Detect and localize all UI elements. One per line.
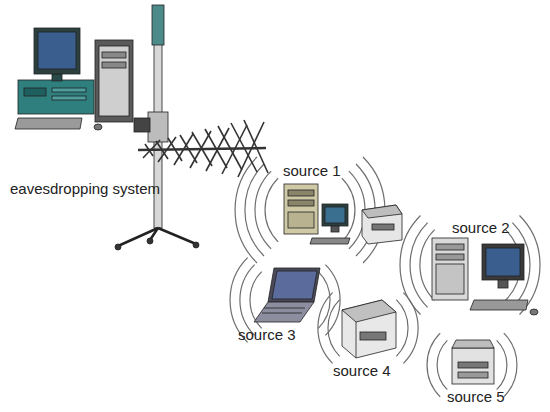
source-five-printer [452, 340, 494, 384]
equipment-label: source 3 [238, 326, 296, 344]
equipment-label: source 4 [333, 362, 391, 380]
source-two-equipment [432, 238, 538, 315]
equipment-label: source 5 [447, 388, 505, 406]
source-four-printer [342, 300, 396, 358]
source-one-equipment [284, 184, 402, 244]
equipment-label: source 1 [283, 162, 341, 180]
source-three-laptop [254, 268, 320, 322]
eavesdropping-equipment [15, 5, 199, 250]
equipment-label: eavesdropping system [10, 180, 160, 198]
antenna [138, 120, 268, 177]
equipment-label: source 2 [452, 219, 510, 237]
emission-waves [230, 157, 540, 397]
